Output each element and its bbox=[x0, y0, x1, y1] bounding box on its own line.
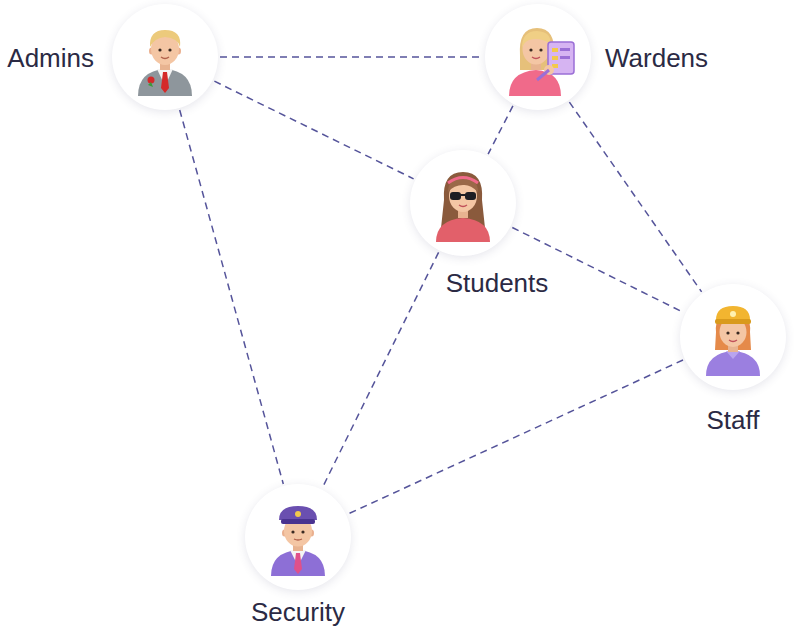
student-avatar bbox=[410, 150, 516, 256]
avatar-circle: Admins bbox=[112, 4, 218, 110]
warden-avatar bbox=[485, 4, 591, 110]
dashed-connector bbox=[220, 56, 483, 58]
dashed-connector bbox=[180, 110, 284, 484]
dashed-connector bbox=[488, 106, 513, 154]
role-label: Admins bbox=[7, 44, 94, 73]
role-label: Students bbox=[446, 269, 549, 298]
dashed-connector bbox=[348, 360, 683, 514]
dashed-connector bbox=[214, 81, 413, 179]
dashed-connector bbox=[322, 252, 438, 487]
avatar-circle: Security bbox=[245, 484, 351, 590]
role-label: Wardens bbox=[605, 44, 708, 73]
staff-avatar bbox=[680, 284, 786, 390]
avatar-circle: Students bbox=[410, 150, 516, 256]
role-label: Staff bbox=[706, 406, 759, 435]
role-label: Security bbox=[251, 598, 345, 627]
avatar-circle: Staff bbox=[680, 284, 786, 390]
security-avatar bbox=[245, 484, 351, 590]
dashed-connector bbox=[569, 102, 701, 292]
avatar-circle: Wardens bbox=[485, 4, 591, 110]
admin-avatar bbox=[112, 4, 218, 110]
